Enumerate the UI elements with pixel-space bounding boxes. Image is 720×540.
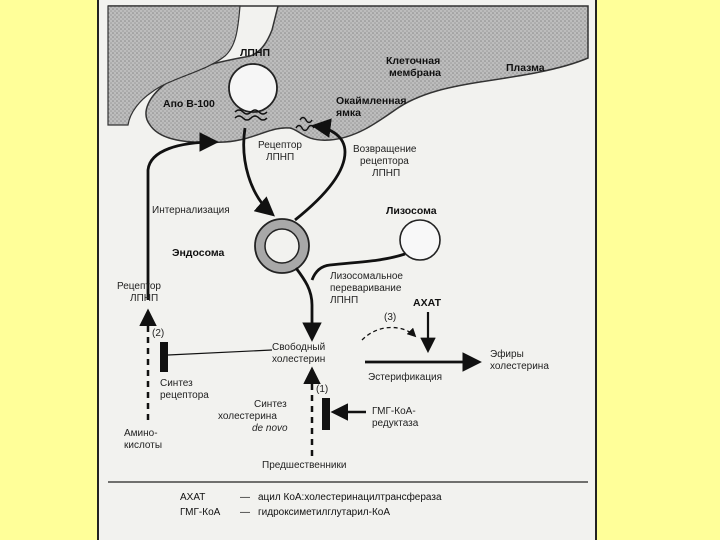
label-apo-b100: Апо В-100 [163, 98, 215, 110]
label-step-2: (2) [152, 328, 164, 339]
cell-membrane [108, 5, 589, 144]
label-lysosomal-3: ЛПНП [330, 295, 358, 306]
label-coated-pit-1: Окаймленная [336, 95, 407, 107]
label-chol-synthesis-1: Синтез [254, 399, 287, 410]
legend-acat-dash: — [240, 492, 250, 503]
legend-acat-text: ацил КоА:холестеринацилтрансфераза [258, 491, 442, 503]
label-lysosomal-1: Лизосомальное [330, 271, 403, 282]
label-receptor-left-2: ЛПНП [130, 293, 158, 304]
label-membrane-2: мембрана [389, 67, 441, 79]
label-membrane-1: Клеточная [386, 55, 440, 67]
line-regulation-2 [167, 349, 273, 356]
arrow-lysosome-to-endosome [310, 252, 406, 281]
label-coated-pit-2: ямка [336, 107, 361, 119]
label-receptor-synthesis-1: Синтез [160, 378, 193, 389]
label-receptor-synthesis-2: рецептора [160, 390, 209, 401]
arrow-receptor-to-membrane [146, 132, 219, 300]
label-return-3: ЛПНП [372, 168, 400, 179]
arrow-to-free-cholesterol [294, 267, 322, 342]
label-amino-acids-2: кислоты [124, 440, 162, 451]
label-receptor-left-1: Рецептор [117, 281, 161, 292]
label-acat: АХАТ [413, 297, 442, 309]
arrow-receptor-return [294, 118, 347, 222]
label-lysosomal-2: переваривание [330, 283, 402, 294]
label-plasma: Плазма [506, 62, 545, 74]
label-hmg-reductase-2: редуктаза [372, 418, 419, 429]
label-chol-synthesis-2: холестерина [218, 411, 277, 422]
label-amino-acids-1: Амино- [124, 428, 158, 439]
label-esterification: Эстерификация [368, 371, 442, 383]
label-internalization: Интернализация [152, 205, 230, 216]
label-free-cholesterol-1: Свободный [272, 341, 325, 353]
legend-acat-abbr: АХАТ [180, 492, 205, 503]
label-precursors: Предшественники [262, 460, 346, 471]
label-receptor-top-2: ЛПНП [266, 152, 294, 163]
label-chol-synthesis-3: de novo [252, 423, 288, 434]
label-endosome: Эндосома [172, 247, 224, 259]
coated-pit-receptor-icon [295, 116, 315, 132]
label-return-2: рецептора [360, 156, 409, 167]
label-esters-1: Эфиры [490, 348, 524, 360]
legend-hmg-dash: — [240, 507, 250, 518]
label-lysosome: Лизосома [386, 205, 437, 217]
label-receptor-top-1: Рецептор [258, 140, 302, 151]
lysosome [399, 219, 441, 261]
legend-hmg-text: гидроксиметилглутарил-КоА [258, 507, 390, 518]
label-step-1: (1) [316, 384, 328, 395]
legend-hmg-abbr: ГМГ-КоА [180, 507, 221, 518]
inhibition-bar-1 [322, 398, 330, 430]
inhibition-bar-2 [160, 342, 168, 372]
membrane-left [107, 5, 241, 126]
label-free-cholesterol-2: холестерин [272, 354, 325, 365]
label-esters-2: холестерина [490, 361, 549, 372]
label-return-1: Возвращение [353, 144, 417, 155]
ldl-particle [228, 63, 278, 113]
arrow-regulation-3 [361, 326, 417, 341]
label-hmg-reductase-1: ГМГ-КоА- [372, 406, 416, 417]
ldl-receptor-icon [234, 109, 268, 121]
label-ldl: ЛПНП [240, 47, 270, 59]
arrow-internalization [242, 127, 275, 217]
label-step-3: (3) [384, 312, 396, 323]
